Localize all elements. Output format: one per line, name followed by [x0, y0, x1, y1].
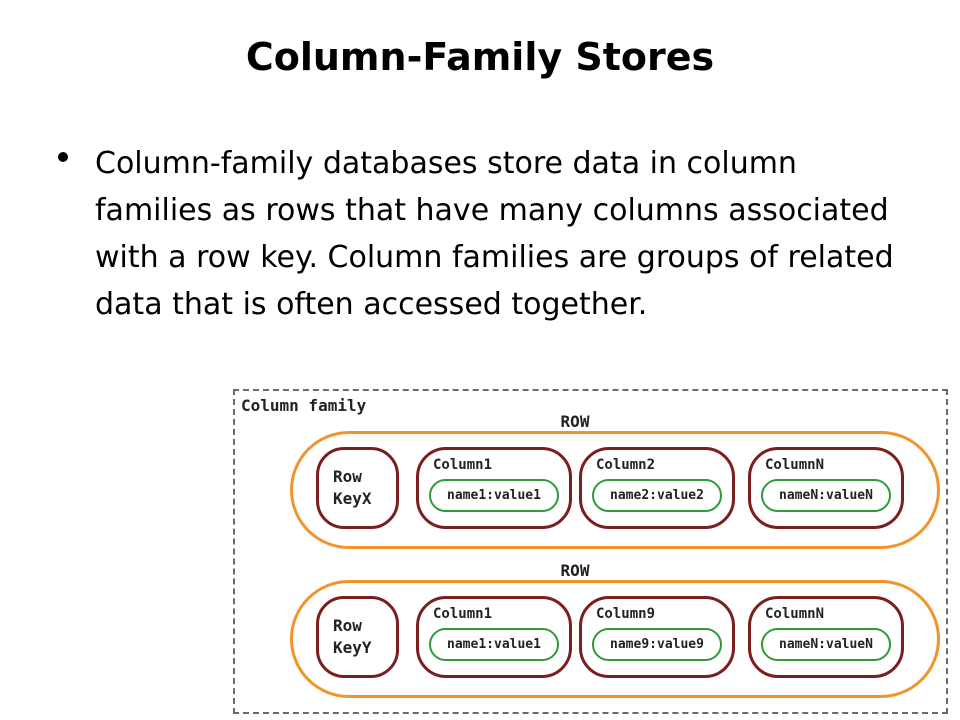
column-name: Column9 — [596, 606, 656, 622]
column-name: ColumnN — [765, 606, 825, 622]
bullet-text: Column-family databases store data in co… — [95, 146, 894, 322]
column-1-1: Column1 name1:value1 — [416, 447, 572, 529]
column-1-2: Column2 name2:value2 — [579, 447, 735, 529]
column-family-label: Column family — [241, 396, 367, 415]
name-value-pair: nameN:valueN — [761, 479, 891, 512]
column-2-3: ColumnN nameN:valueN — [748, 596, 904, 678]
name-value-pair: nameN:valueN — [761, 628, 891, 661]
column-2-2: Column9 name9:value9 — [579, 596, 735, 678]
row-label-2: ROW — [540, 561, 610, 580]
column-name: ColumnN — [765, 457, 825, 473]
name-value-pair: name9:value9 — [592, 628, 722, 661]
row-key-2: Row KeyY — [316, 596, 399, 678]
name-value-pair: name1:value1 — [429, 628, 559, 661]
column-name: Column1 — [433, 457, 493, 473]
row-label-1: ROW — [540, 412, 610, 431]
row-key-1: Row KeyX — [316, 447, 399, 529]
name-value-pair: name1:value1 — [429, 479, 559, 512]
column-name: Column1 — [433, 606, 493, 622]
bullet-point: Column-family databases store data in co… — [58, 140, 918, 328]
column-1-3: ColumnN nameN:valueN — [748, 447, 904, 529]
bullet-icon — [58, 152, 68, 162]
column-2-1: Column1 name1:value1 — [416, 596, 572, 678]
column-name: Column2 — [596, 457, 656, 473]
name-value-pair: name2:value2 — [592, 479, 722, 512]
slide-title: Column-Family Stores — [245, 35, 715, 79]
